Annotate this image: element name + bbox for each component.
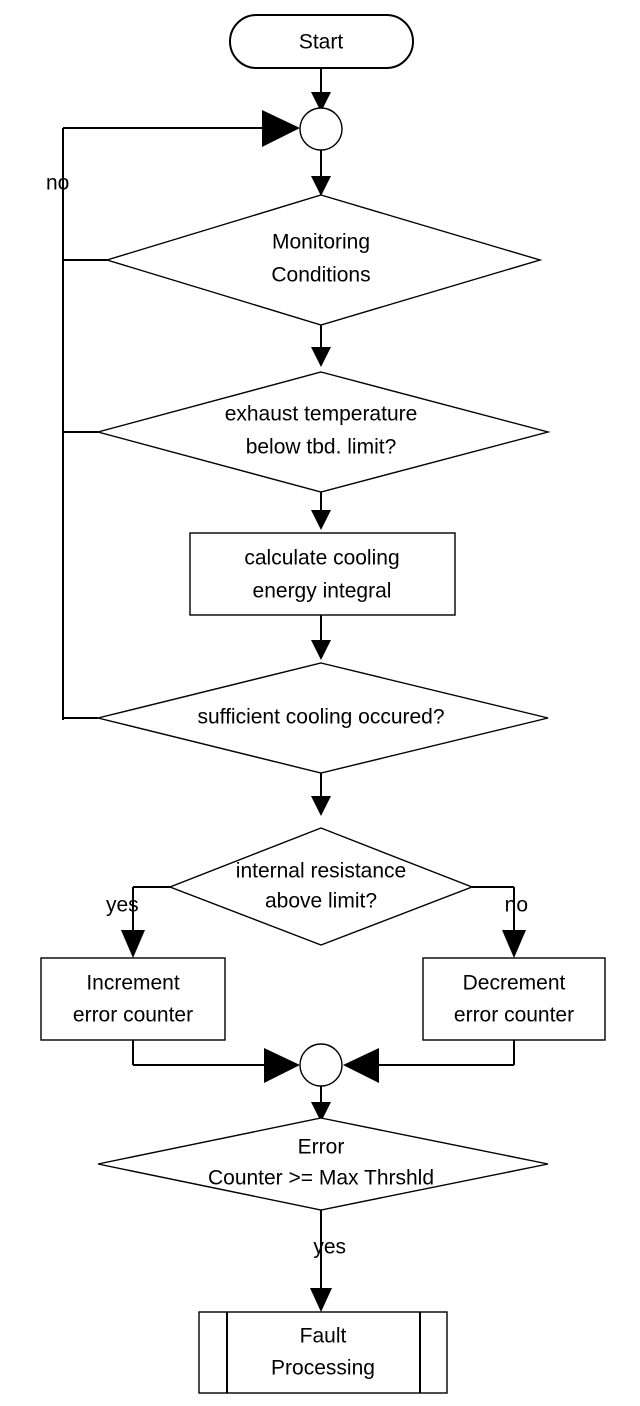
node-monitoring-conditions[interactable]: Monitoring Conditions <box>104 194 543 326</box>
node-calculate-cooling[interactable]: calculate cooling energy integral <box>189 532 456 616</box>
node-decrement-counter-label-line1: Decrement <box>463 972 566 995</box>
edge-threshold-to-fault <box>310 1210 332 1312</box>
edge-label-threshold-yes: yes <box>313 1236 346 1259</box>
node-sufficient-cooling[interactable]: sufficient cooling occured? <box>97 662 549 774</box>
edge-internal-no <box>472 886 526 958</box>
node-internal-resistance-label-line1: internal resistance <box>236 860 406 883</box>
node-exhaust-temperature-label-line1: exhaust temperature <box>225 403 418 426</box>
node-start-label: Start <box>299 31 344 54</box>
node-error-counter-threshold-label-line1: Error <box>298 1136 345 1159</box>
node-start[interactable]: Start <box>229 14 414 69</box>
node-exhaust-temperature[interactable]: exhaust temperature below tbd. limit? <box>95 371 551 493</box>
edge-exhaust-to-calculate <box>311 492 331 530</box>
node-error-counter-threshold-label-line2: Counter >= Max Thrshld <box>208 1167 434 1190</box>
edge-start-to-junction <box>311 68 331 112</box>
edge-label-internal-yes: yes <box>106 894 139 917</box>
node-increment-counter[interactable]: Increment error counter <box>40 957 226 1041</box>
node-fault-processing-label-line1: Fault <box>300 1325 347 1348</box>
edge-increment-to-merge <box>132 1040 300 1083</box>
node-decrement-counter-label-line2: error counter <box>454 1004 574 1027</box>
edge-calculate-to-sufficient <box>311 615 331 660</box>
node-fault-processing-label-line2: Processing <box>271 1357 375 1380</box>
edge-sufficient-to-internal <box>311 773 331 816</box>
node-calculate-cooling-label-line2: energy integral <box>253 580 392 603</box>
node-monitoring-conditions-label-line1: Monitoring <box>272 231 370 254</box>
node-monitoring-conditions-label-line2: Conditions <box>271 264 370 287</box>
edge-decrement-to-merge <box>343 1040 515 1083</box>
node-exhaust-temperature-label-line2: below tbd. limit? <box>246 436 397 459</box>
edge-internal-yes <box>121 886 170 958</box>
edge-merge-to-threshold <box>311 1086 331 1122</box>
edge-monitoring-to-exhaust <box>311 325 331 367</box>
node-error-counter-threshold[interactable]: Error Counter >= Max Thrshld <box>97 1117 549 1211</box>
node-junction-top[interactable] <box>299 107 343 151</box>
edge-junction-to-monitoring <box>311 150 331 196</box>
edge-label-internal-no: no <box>505 894 528 917</box>
node-junction-merge[interactable] <box>299 1043 343 1087</box>
node-fault-processing[interactable]: Fault Processing <box>198 1311 448 1394</box>
node-increment-counter-label-line1: Increment <box>86 972 180 995</box>
edge-feedback-no-loop <box>62 110 300 720</box>
edge-label-feedback-no: no <box>46 172 69 195</box>
node-increment-counter-label-line2: error counter <box>73 1004 193 1027</box>
node-calculate-cooling-label-line1: calculate cooling <box>244 547 399 570</box>
node-internal-resistance-label-line2: above limit? <box>265 890 377 913</box>
node-internal-resistance[interactable]: internal resistance above limit? <box>168 827 474 946</box>
node-decrement-counter[interactable]: Decrement error counter <box>422 957 606 1041</box>
node-sufficient-cooling-label-line1: sufficient cooling occured? <box>197 706 444 729</box>
